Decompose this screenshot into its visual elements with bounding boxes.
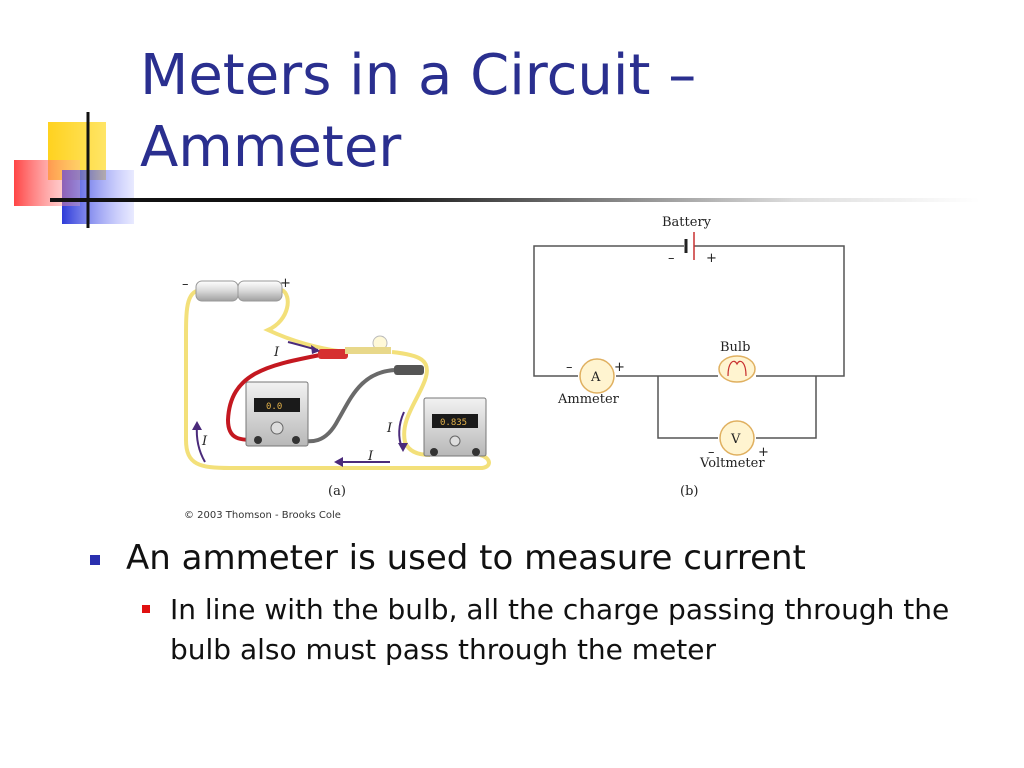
wire-yellow-right: [391, 350, 431, 457]
slide-title: Meters in a Circuit – Ammeter: [140, 40, 1000, 184]
voltmeter-reading: 0.835: [440, 418, 467, 428]
schematic-voltmeter-branch: [657, 376, 817, 439]
ammeter-label: Ammeter: [557, 392, 620, 407]
ammeter-minus: –: [566, 360, 573, 375]
battery-label: Battery: [662, 215, 712, 230]
current-label-right: I: [386, 421, 393, 436]
photo-battery-minus: –: [182, 277, 189, 292]
corner-decoration: [14, 112, 134, 228]
battery-plus: +: [706, 251, 717, 266]
current-label-top: I: [273, 345, 280, 360]
battery-minus: –: [668, 251, 675, 266]
copyright-text: © 2003 Thomson - Brooks Cole: [184, 510, 341, 521]
bulb-label: Bulb: [720, 340, 750, 355]
photo-battery-plus: +: [280, 276, 291, 291]
figure-b-labels: Battery – + Bulb A – + Ammeter V – + Vol…: [557, 215, 769, 499]
voltmeter-minus: –: [708, 445, 715, 460]
voltmeter-photo: 0.835: [423, 397, 487, 457]
ammeter-symbol-circle: [579, 358, 615, 394]
battery-cell-2: [237, 280, 283, 302]
bulb-filament: [727, 360, 747, 377]
title-line-1: Meters in a Circuit –: [140, 43, 697, 108]
bullet-sub-text: In line with the bulb, all the charge pa…: [170, 593, 950, 666]
ammeter-reading: 0.0: [266, 402, 282, 412]
circuit-figure: – + 0.0 0.835: [182, 215, 845, 521]
bulb-symbol: [718, 355, 756, 383]
bullet-sub: In line with the bulb, all the charge pa…: [142, 590, 970, 670]
figure-a: – + 0.0 0.835: [182, 276, 491, 521]
ammeter-plus: +: [614, 360, 625, 375]
bullet-list: An ammeter is used to measure current In…: [90, 536, 970, 670]
schematic-outer-loop: [533, 245, 845, 377]
gray-clip: [394, 365, 424, 375]
current-label-bottom: I: [367, 449, 374, 464]
ammeter-symbol: A: [590, 370, 601, 385]
red-clip: [318, 349, 348, 359]
voltmeter-symbol: V: [730, 432, 741, 447]
wire-red: [225, 353, 321, 442]
wire-gray: [297, 368, 396, 444]
wire-yellow-left: [184, 288, 491, 470]
caption-a: (a): [328, 484, 346, 499]
ammeter-photo: 0.0: [245, 381, 309, 447]
bulb-socket: [345, 347, 391, 354]
bullet-main: An ammeter is used to measure current: [90, 536, 970, 580]
title-line-2: Ammeter: [140, 115, 402, 180]
voltmeter-symbol-circle: [719, 420, 755, 456]
caption-b: (b): [680, 484, 698, 499]
bullet-sub-marker: [142, 605, 150, 613]
battery-cell-1: [195, 280, 239, 302]
voltmeter-plus: +: [758, 445, 769, 460]
title-underline: [50, 198, 980, 202]
figure-b: [533, 232, 845, 456]
bullet-main-marker: [90, 555, 100, 565]
bullet-main-text: An ammeter is used to measure current: [126, 538, 806, 578]
current-label-left: I: [201, 434, 208, 449]
voltmeter-label: Voltmeter: [699, 456, 765, 471]
